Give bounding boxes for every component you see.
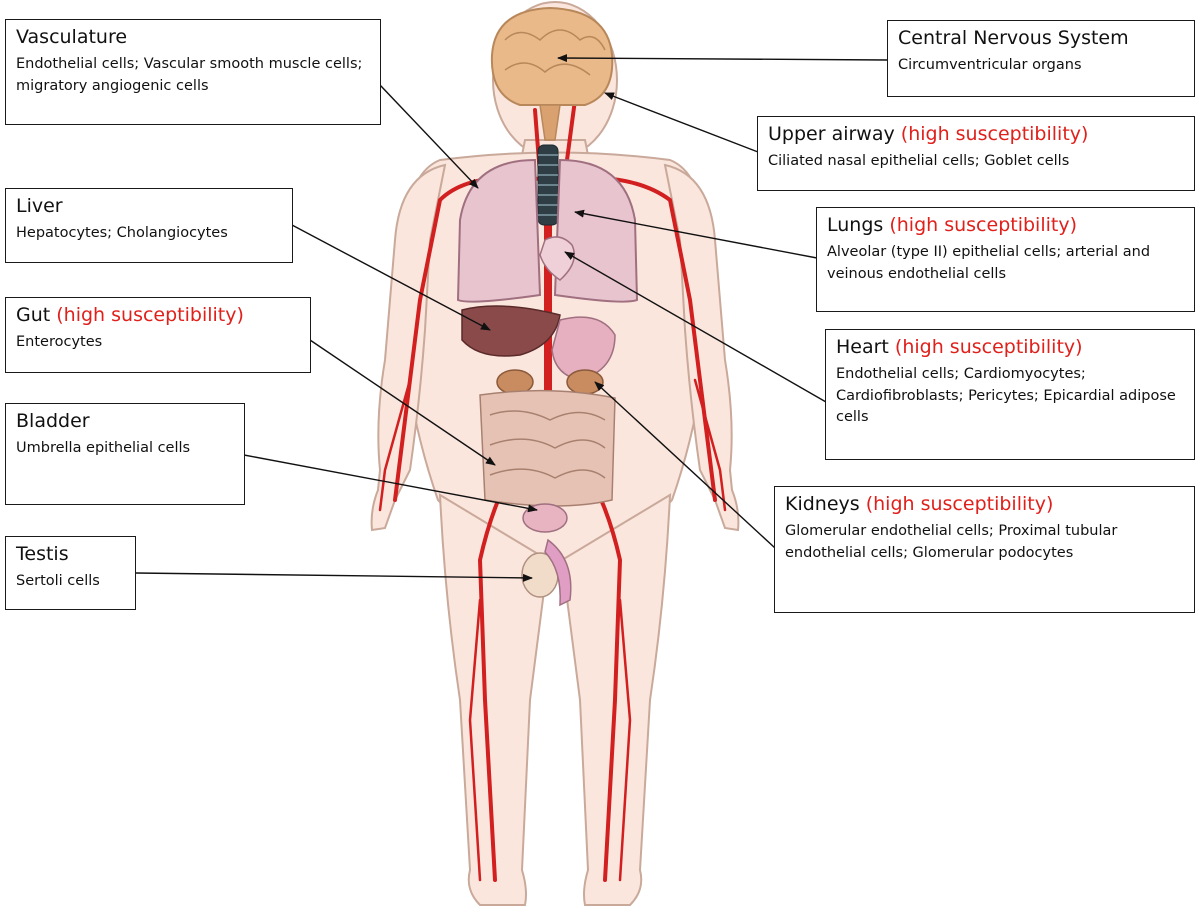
label-lungs-cells: Alveolar (type II) epithelial cells; art…	[827, 243, 1151, 282]
label-upper-airway-title: Upper airway (high susceptibility)	[768, 123, 1184, 147]
label-kidneys-suscept: (high susceptibility)	[865, 493, 1054, 515]
connector-upper-airway	[604, 92, 759, 153]
label-cns-cells: Circumventricular organs	[898, 56, 1082, 73]
label-heart-cells: Endothelial cells; Cardiomyocytes; Cardi…	[836, 365, 1176, 426]
label-gut-name: Gut	[16, 304, 57, 326]
connector-heart	[564, 251, 827, 403]
brain-folds	[504, 29, 606, 76]
heart	[539, 236, 575, 281]
label-testis-title: Testis	[16, 543, 125, 567]
label-kidneys-title: Kidneys (high susceptibility)	[785, 493, 1184, 517]
right-kidney	[566, 369, 604, 395]
label-heart-suscept: (high susceptibility)	[894, 336, 1083, 358]
label-lungs: Lungs (high susceptibility) Alveolar (ty…	[816, 207, 1195, 312]
right-lung	[553, 158, 639, 303]
left-arm	[370, 163, 447, 532]
label-testis-name: Testis	[16, 543, 69, 565]
leg-branch-left	[468, 598, 482, 882]
connector-vasculature	[379, 84, 479, 189]
trachea-rings	[538, 154, 558, 216]
intestines	[479, 389, 616, 507]
label-vasculature-cells: Endothelial cells; Vascular smooth muscl…	[16, 55, 363, 94]
left-leg	[438, 493, 550, 906]
arm-branch-right	[693, 378, 727, 512]
leg-branch-right	[618, 598, 632, 882]
label-upper-airway-name: Upper airway	[768, 123, 901, 145]
label-liver-title: Liver	[16, 195, 282, 219]
connector-liver	[291, 224, 491, 331]
stomach	[551, 316, 616, 381]
label-kidneys: Kidneys (high susceptibility) Glomerular…	[774, 486, 1195, 613]
liver	[461, 305, 561, 357]
connector-testis	[135, 572, 533, 582]
label-kidneys-name: Kidneys	[785, 493, 866, 515]
label-upper-airway-suscept: (high susceptibility)	[900, 123, 1089, 145]
label-bladder-title: Bladder	[16, 410, 234, 434]
label-bladder-cells: Umbrella epithelial cells	[16, 439, 191, 456]
connector-kidneys	[594, 381, 776, 549]
label-cns: Central Nervous System Circumventricular…	[887, 20, 1195, 97]
label-heart-title: Heart (high susceptibility)	[836, 336, 1184, 360]
label-upper-airway-cells: Ciliated nasal epithelial cells; Goblet …	[768, 152, 1070, 169]
connector-bladder	[243, 454, 538, 513]
organs	[456, 6, 639, 607]
label-vasculature: Vasculature Endothelial cells; Vascular …	[5, 19, 381, 125]
label-bladder-name: Bladder	[16, 410, 90, 432]
label-upper-airway: Upper airway (high susceptibility) Cilia…	[757, 116, 1195, 191]
label-heart: Heart (high susceptibility) Endothelial …	[825, 329, 1195, 460]
left-lung	[456, 158, 542, 303]
label-gut-title: Gut (high susceptibility)	[16, 304, 300, 328]
label-gut: Gut (high susceptibility) Enterocytes	[5, 297, 311, 373]
connector-lines	[135, 54, 889, 582]
connector-lungs	[574, 209, 818, 259]
label-liver-name: Liver	[16, 195, 63, 217]
label-cns-name: Central Nervous System	[898, 27, 1129, 49]
label-vasculature-title: Vasculature	[16, 26, 370, 50]
label-bladder: Bladder Umbrella epithelial cells	[5, 403, 245, 505]
connector-cns	[557, 54, 889, 63]
arm-branch-left	[378, 378, 412, 512]
label-lungs-name: Lungs	[827, 214, 890, 236]
intestine-folds	[489, 410, 606, 479]
label-liver-cells: Hepatocytes; Cholangiocytes	[16, 224, 228, 241]
brain	[490, 6, 614, 106]
label-liver: Liver Hepatocytes; Cholangiocytes	[5, 188, 293, 263]
label-cns-title: Central Nervous System	[898, 27, 1184, 51]
connector-gut	[309, 339, 496, 466]
label-kidneys-cells: Glomerular endothelial cells; Proximal t…	[785, 522, 1118, 561]
label-gut-suscept: (high susceptibility)	[56, 304, 244, 326]
right-arm	[663, 163, 740, 532]
penis	[544, 538, 572, 607]
label-lungs-suscept: (high susceptibility)	[889, 214, 1077, 236]
label-testis: Testis Sertoli cells	[5, 536, 136, 610]
label-gut-cells: Enterocytes	[16, 333, 103, 350]
label-testis-cells: Sertoli cells	[16, 572, 100, 589]
label-lungs-title: Lungs (high susceptibility)	[827, 214, 1184, 238]
brainstem	[539, 104, 561, 141]
label-vasculature-name: Vasculature	[16, 26, 128, 48]
label-heart-name: Heart	[836, 336, 895, 358]
